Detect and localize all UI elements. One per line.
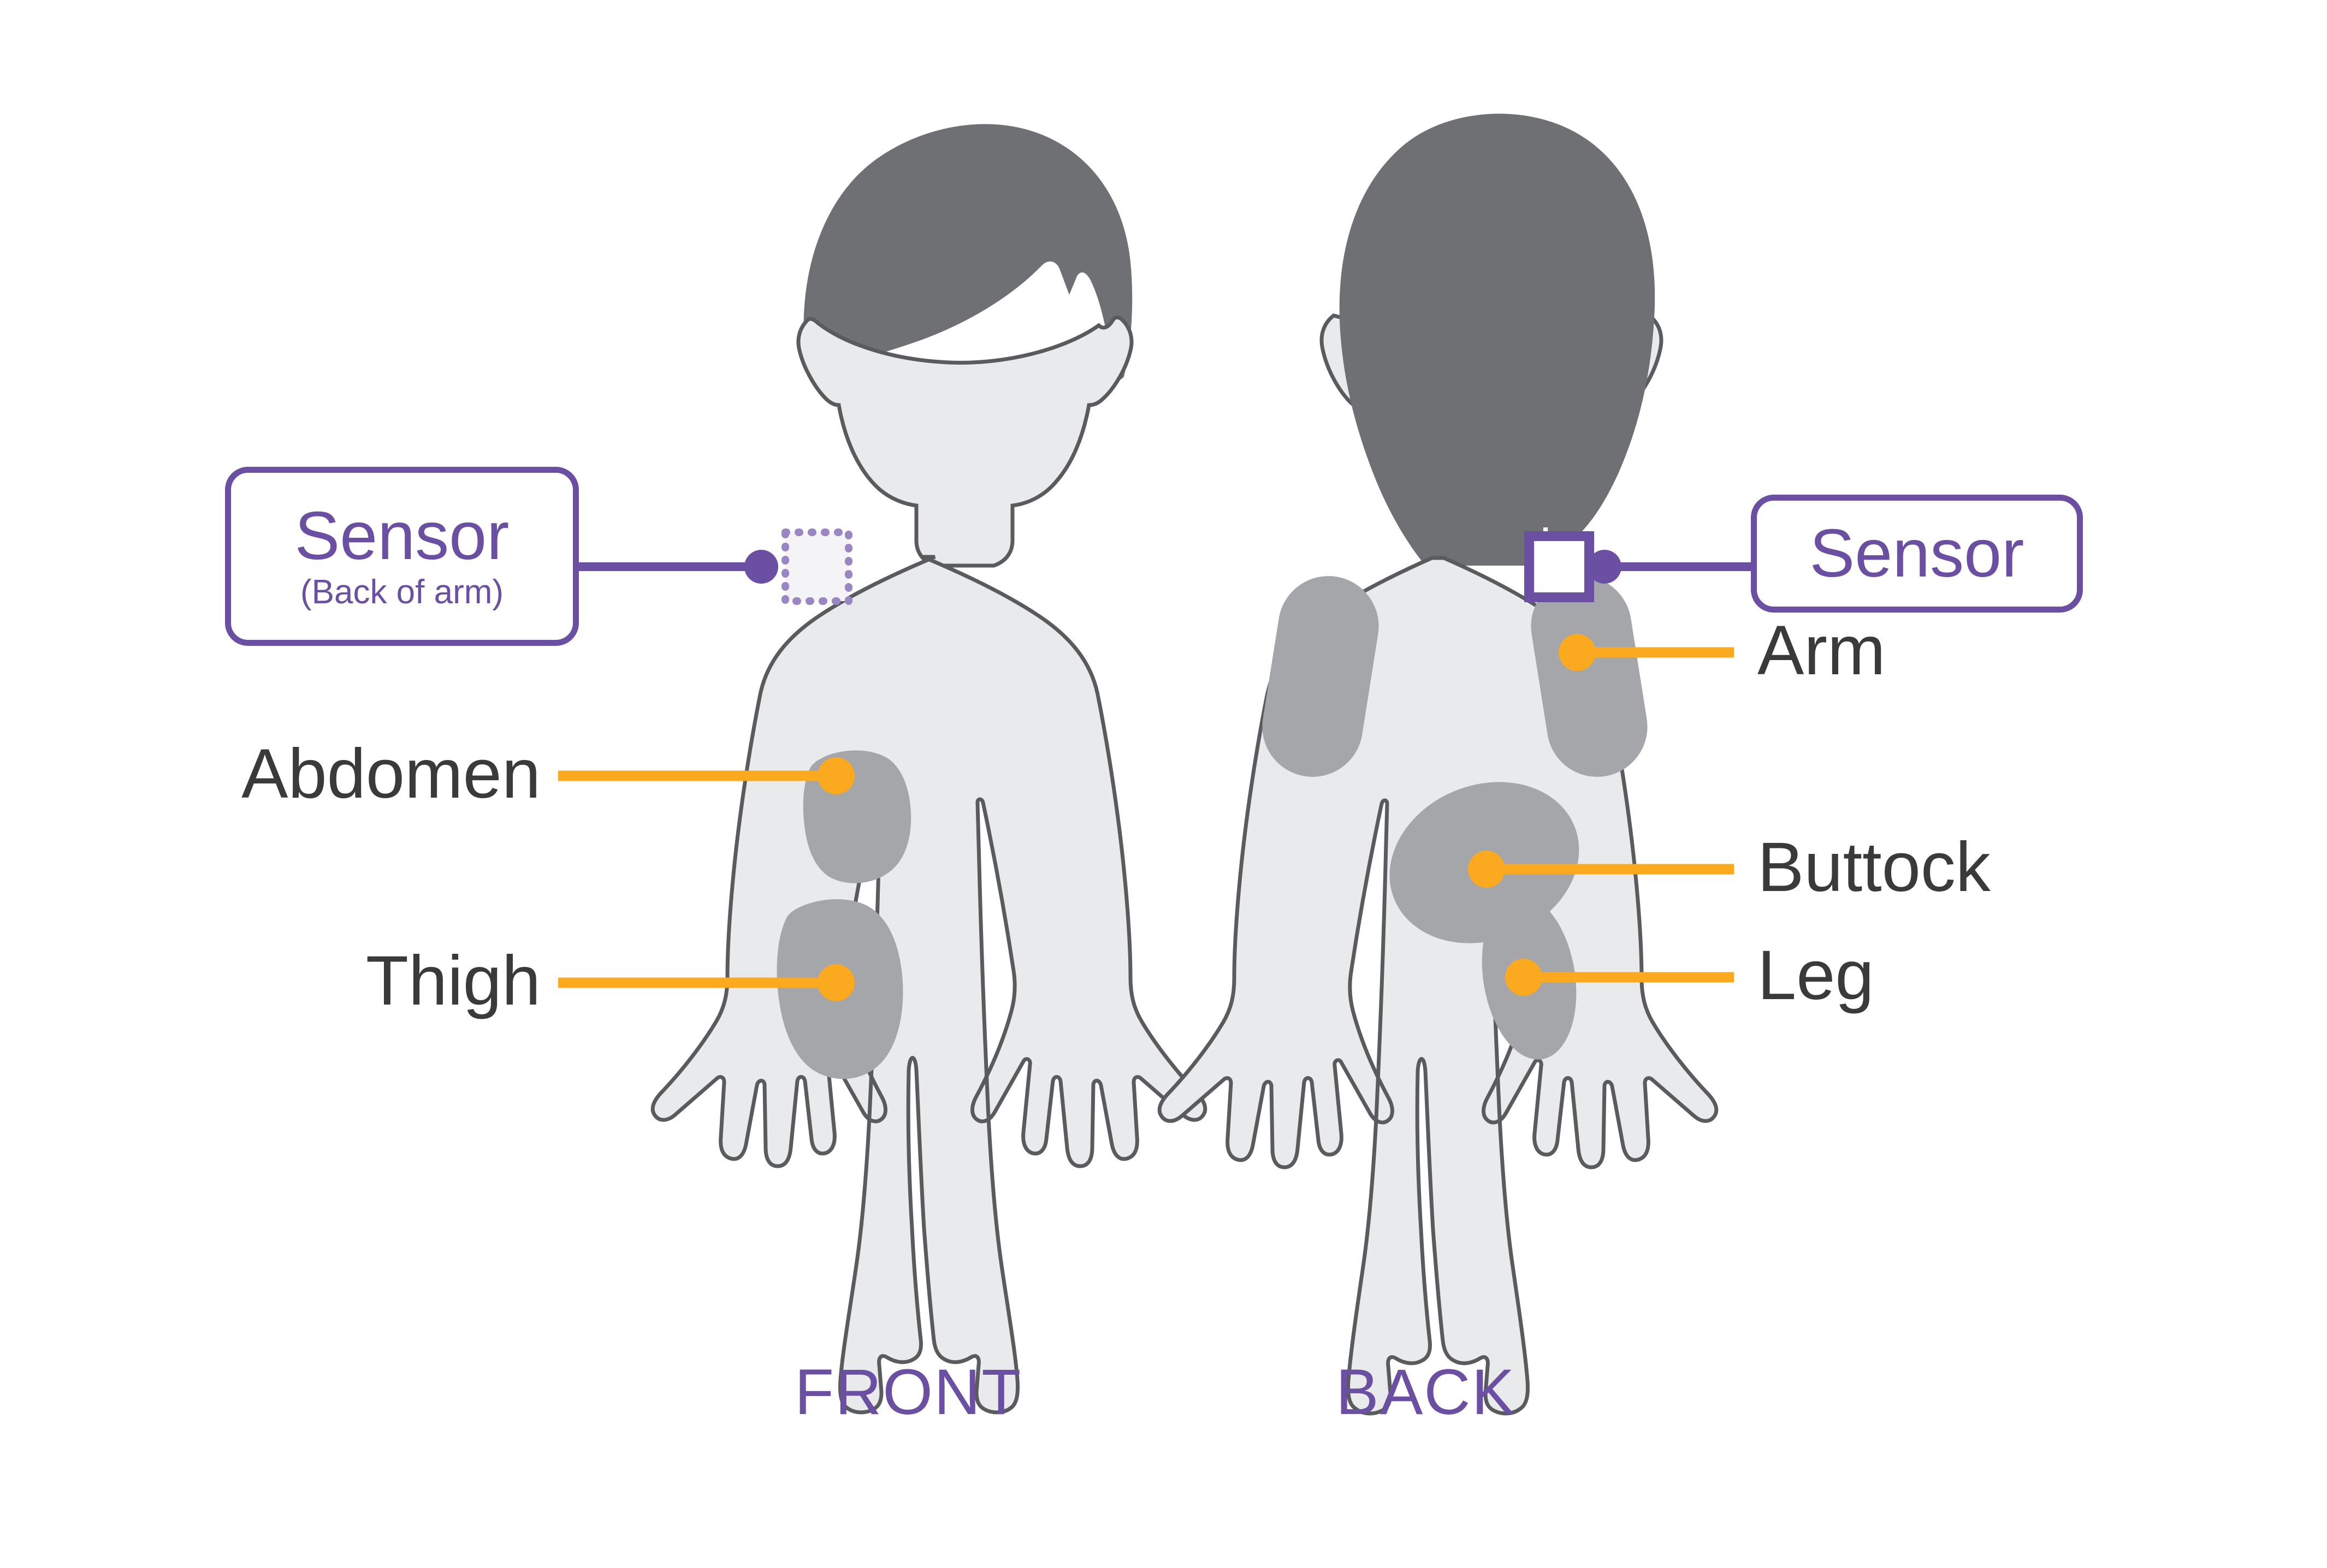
back-sensor-title: Sensor xyxy=(1809,515,2024,591)
back-arm-patch-left xyxy=(1262,576,1379,777)
back-sensor-callout[interactable]: Sensor xyxy=(1751,495,2083,613)
site-label-thigh[interactable]: Thigh xyxy=(365,942,541,1020)
view-label-front: FRONT xyxy=(795,1356,1022,1428)
back-arm-patch-right xyxy=(1531,576,1648,777)
back-figure xyxy=(1157,114,1751,1416)
site-label-leg[interactable]: Leg xyxy=(1757,936,1874,1014)
back-buttock-leader-dot xyxy=(1468,851,1505,888)
front-abdomen-leader-dot xyxy=(818,757,855,794)
back-hair xyxy=(1339,114,1655,566)
front-sensor-marker xyxy=(781,528,852,605)
front-hair xyxy=(803,124,1133,381)
site-label-abdomen[interactable]: Abdomen xyxy=(241,735,541,813)
front-thigh-leader-dot xyxy=(818,964,855,1001)
site-label-buttock[interactable]: Buttock xyxy=(1757,828,1991,906)
back-sensor-leader-dot xyxy=(1588,550,1621,584)
back-arm-leader-dot xyxy=(1559,634,1596,671)
front-sensor-leader-dot xyxy=(744,550,778,584)
front-sensor-subtitle: (Back of arm) xyxy=(300,573,504,611)
front-figure xyxy=(558,124,1207,1415)
view-label-back: BACK xyxy=(1336,1356,1516,1428)
front-sensor-callout[interactable]: Sensor (Back of arm) xyxy=(225,467,579,646)
back-leg-leader-dot xyxy=(1505,959,1542,996)
front-head xyxy=(796,315,1134,568)
front-sensor-title: Sensor xyxy=(294,498,510,574)
site-label-arm[interactable]: Arm xyxy=(1757,611,1886,690)
back-sensor-marker xyxy=(1524,531,1594,602)
